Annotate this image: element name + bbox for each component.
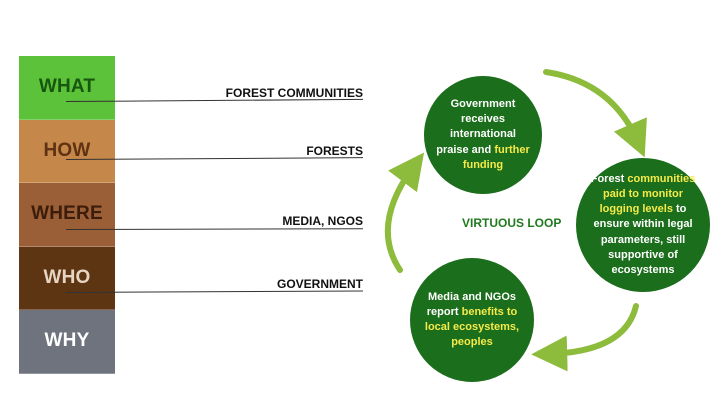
arrow-top-right: [543, 69, 647, 158]
where-block: WHERE: [19, 183, 115, 247]
who-block: WHO: [19, 246, 115, 310]
government-node: Government receives international praise…: [424, 76, 542, 194]
label-media-ngos: MEDIA, NGOS: [282, 214, 363, 228]
media-node-highlight: benefits to local ecosystems, peoples: [424, 305, 520, 349]
label-government: GOVERNMENT: [276, 277, 363, 291]
media-node-text-before: Media and NGOs report: [426, 290, 517, 318]
communities-node-text-before: Forest: [590, 172, 625, 185]
question-stack: WHAT HOW WHERE WHO WHY: [19, 56, 115, 374]
how-block: HOW: [19, 119, 115, 183]
communities-node-text-after: to ensure within legal parameters, still…: [593, 203, 693, 276]
media-node: Media and NGOs report benefits to local …: [410, 258, 534, 382]
communities-node: Forest communities paid to monitor loggi…: [576, 158, 710, 292]
why-block: WHY: [19, 310, 115, 374]
arrow-left: [384, 152, 425, 273]
communities-node-highlight: communities paid to monitor logging leve…: [599, 172, 696, 216]
government-node-text: Government receives international praise…: [436, 98, 516, 156]
arrow-bottom-right: [531, 303, 639, 372]
label-forests: FORESTS: [306, 144, 363, 158]
government-node-highlight: further funding: [462, 143, 530, 171]
label-forest-communities: FOREST COMMUNITIES: [225, 86, 363, 100]
virtuous-loop-label: VIRTUOUS LOOP: [462, 216, 562, 230]
what-block: WHAT: [19, 56, 115, 120]
